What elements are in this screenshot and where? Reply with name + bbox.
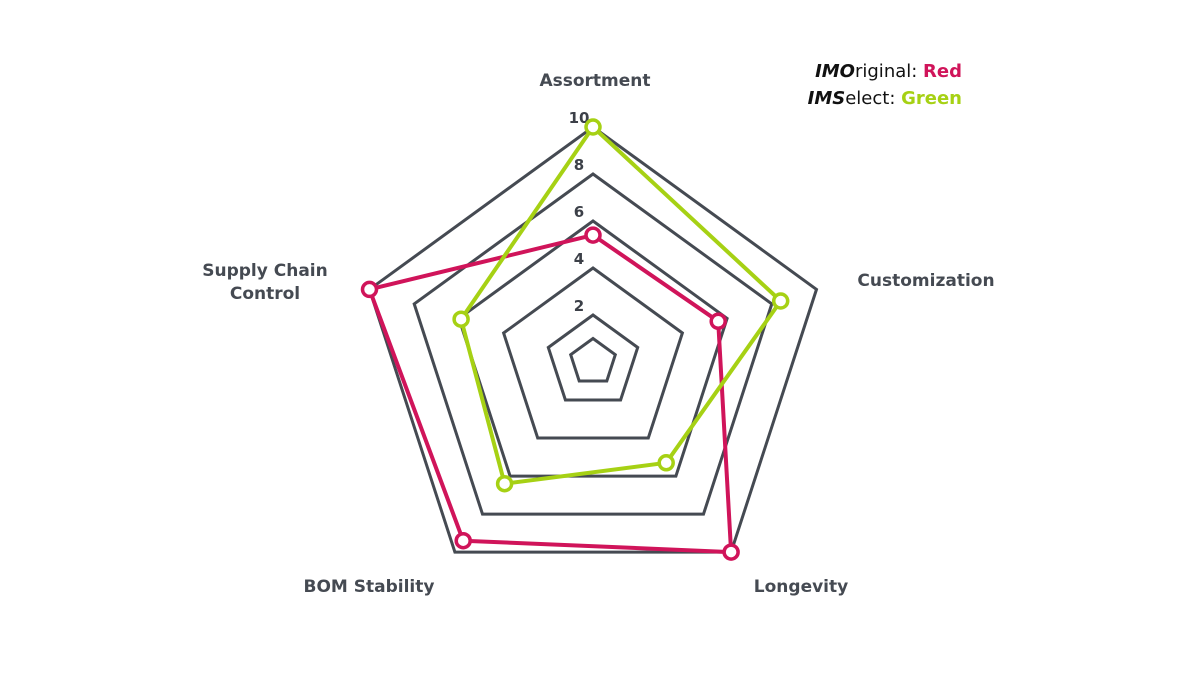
legend-rest: elect:	[845, 88, 902, 109]
series-point	[584, 118, 602, 136]
radar-grid	[367, 125, 819, 554]
grid-ring	[546, 313, 640, 402]
series-point	[584, 226, 602, 244]
legend-rest: riginal:	[854, 61, 924, 82]
tick-label: 4	[574, 250, 584, 268]
tick-label: 8	[574, 156, 584, 174]
series-point	[657, 454, 675, 472]
legend-prefix: IMS	[807, 88, 846, 109]
series-point	[771, 292, 790, 310]
axis-label: BOM Stability	[304, 577, 435, 597]
tick-label: 6	[574, 203, 584, 221]
axis-label: Assortment	[539, 71, 650, 91]
tick-label: 2	[574, 297, 584, 315]
axis-label: Customization	[857, 271, 994, 291]
series-point	[360, 280, 379, 299]
radar-series	[360, 118, 790, 561]
series-point	[454, 531, 472, 550]
grid-ring	[412, 172, 774, 516]
series-point	[709, 312, 727, 331]
axis-label: Longevity	[754, 577, 848, 597]
series-point	[495, 474, 514, 493]
legend-prefix: IMO	[815, 61, 855, 82]
tick-label: 10	[569, 109, 590, 127]
grid-ring	[457, 219, 729, 478]
series-point	[452, 310, 470, 328]
legend: IMOriginal: Red IMSelect: Green	[808, 58, 962, 112]
legend-item-imoriginal: IMOriginal: Red	[808, 58, 962, 85]
grid-ring	[501, 266, 685, 440]
legend-item-imselect: IMSelect: Green	[808, 85, 962, 112]
grid-ring	[367, 125, 819, 554]
legend-color-word: Green	[901, 88, 962, 109]
series-line	[459, 125, 783, 486]
series-line	[367, 233, 734, 555]
grid-ring	[568, 336, 618, 383]
radar-tick-labels: 2 4 6 8 10	[569, 109, 590, 315]
legend-color-word: Red	[923, 61, 962, 82]
series-point	[722, 543, 740, 561]
